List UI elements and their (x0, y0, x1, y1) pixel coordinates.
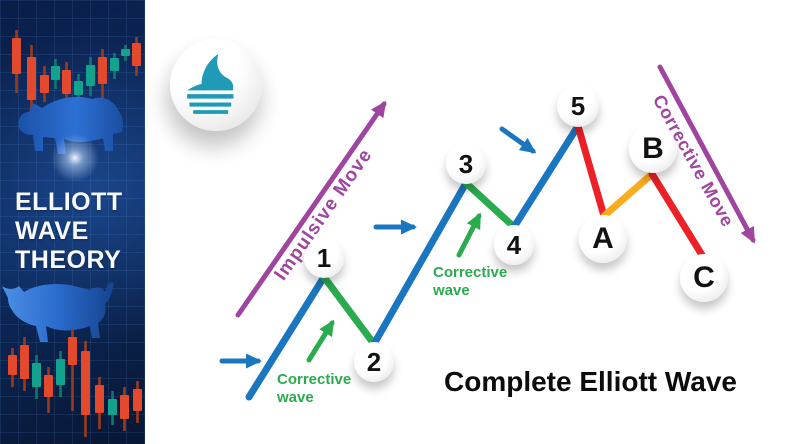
bear-icon (18, 96, 123, 154)
wave-segment-4-corrective (462, 179, 518, 231)
wave-segment-5-impulse (510, 122, 582, 231)
panel-title-line: WAVE (15, 217, 89, 245)
corrective-wave-label-1: Corrective wave (277, 371, 351, 407)
green-arrow-1 (306, 319, 335, 363)
wave-segment-6-decline (574, 122, 608, 220)
corrective-wave-line2: wave (433, 282, 470, 299)
wave-segment-1-impulse (245, 273, 328, 401)
candle-up (108, 399, 117, 415)
candle-down (95, 385, 104, 413)
bottom-candlestick-chart (8, 329, 142, 437)
wave-segment-7-flat (600, 170, 656, 220)
candle-down (81, 351, 90, 415)
candle-down (20, 345, 29, 379)
direction-arrows (219, 64, 756, 369)
candle-down (133, 389, 142, 411)
candle-down (132, 43, 141, 66)
candle-down (40, 75, 49, 93)
candle-down (98, 57, 107, 84)
shark-fin-wave-icon (187, 53, 234, 114)
green-arrow-2 (456, 212, 482, 258)
diagram-title: Complete Elliott Wave (444, 366, 738, 397)
bull-icon (2, 282, 114, 342)
candle-wick (71, 329, 74, 411)
top-candlestick-chart (12, 30, 141, 131)
panel-artwork (2, 30, 142, 437)
candle-up (51, 66, 60, 80)
blue-arrow-3 (499, 126, 537, 154)
candle-up (86, 65, 95, 86)
wave-segments (245, 122, 706, 401)
corrective-wave-line2: wave (277, 389, 314, 406)
candle-down (120, 395, 129, 419)
corrective-wave-line1: Corrective (433, 264, 508, 281)
wave-segment-3-impulse (370, 179, 470, 348)
corrective-move-arrow (657, 64, 756, 244)
candle-up (121, 49, 130, 56)
panel-title-line: THEORY (15, 246, 122, 274)
corrective-wave-line1: Corrective (277, 371, 352, 388)
glow-spot (51, 134, 99, 182)
candle-up (32, 363, 41, 387)
candle-down (27, 57, 36, 100)
candle-down (62, 70, 71, 94)
candle-up (110, 58, 119, 71)
candle-down (8, 355, 17, 375)
candle-up (74, 81, 83, 95)
corrective-wave-label-2: Corrective wave (433, 264, 507, 300)
brand-logo-badge (170, 39, 262, 131)
panel-title: ELLIOTT WAVE THEORY (15, 188, 123, 275)
wave-segment-8-decline (648, 170, 706, 259)
candle-down (68, 337, 77, 365)
wave-segment-2-corrective (320, 273, 378, 348)
panel-title-line: ELLIOTT (15, 188, 123, 216)
candle-down (12, 38, 21, 74)
candle-down (44, 375, 53, 397)
left-panel: ELLIOTT WAVE THEORY (0, 0, 145, 444)
candle-up (56, 359, 65, 385)
impulsive-move-arrow (235, 100, 387, 318)
